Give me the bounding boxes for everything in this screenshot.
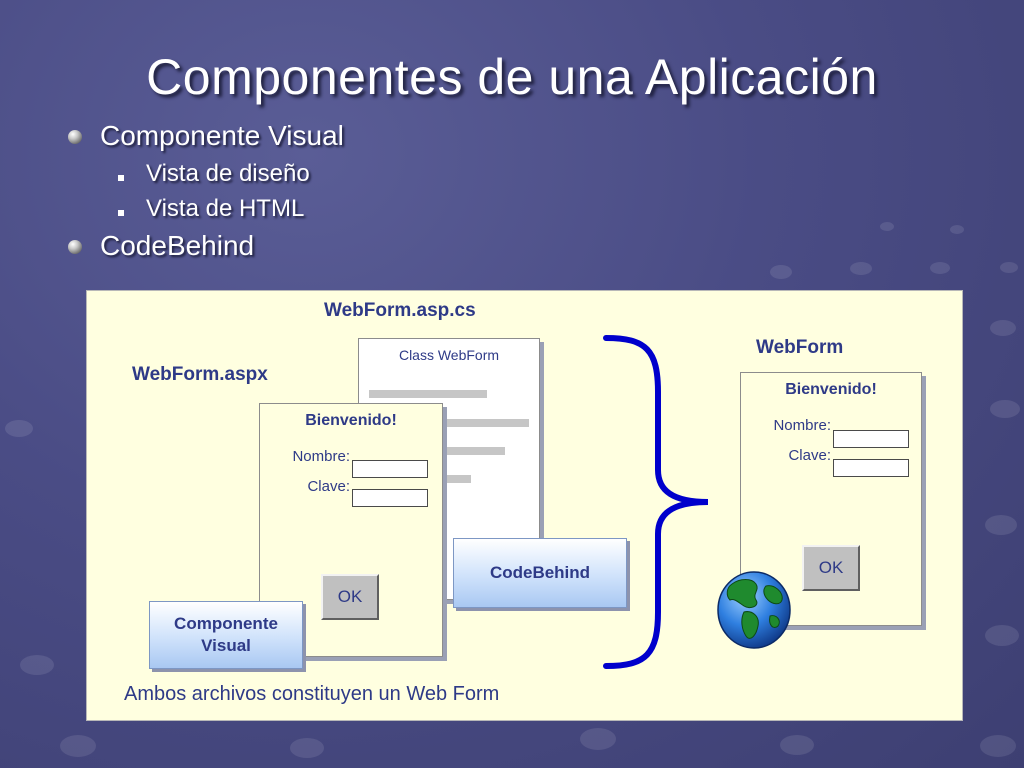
componente-visual-label: Componente Visual — [174, 614, 278, 655]
bullet-codebehind: CodeBehind — [100, 230, 255, 261]
nombre-textbox[interactable] — [833, 430, 909, 448]
code-line — [369, 390, 487, 398]
webform-result-label: WebForm — [756, 337, 844, 358]
bullet-componente-visual: Componente Visual — [100, 120, 344, 151]
square-bullet-icon — [118, 175, 124, 181]
sphere-bullet-icon — [68, 130, 82, 144]
ok-button[interactable]: OK — [802, 545, 860, 591]
nombre-label: Nombre: — [292, 448, 350, 465]
curly-brace-icon — [603, 335, 709, 669]
clave-label: Clave: — [307, 478, 350, 495]
square-bullet-icon — [118, 210, 124, 216]
ok-button[interactable]: OK — [321, 574, 379, 620]
clave-textbox[interactable] — [833, 459, 909, 477]
clave-textbox[interactable] — [352, 489, 428, 507]
nombre-label: Nombre: — [773, 417, 831, 434]
cs-file-label: WebForm.asp.cs — [324, 300, 476, 321]
code-line — [439, 419, 529, 427]
sphere-bullet-icon — [68, 240, 82, 254]
subbullet-vista-diseno: Vista de diseño — [146, 160, 310, 187]
aspx-file-label: WebForm.aspx — [132, 364, 268, 385]
code-line — [439, 447, 505, 455]
subbullet-vista-html: Vista de HTML — [146, 195, 305, 222]
slide-title: Componentes de una Aplicación — [146, 49, 878, 105]
nombre-textbox[interactable] — [352, 460, 428, 478]
form-welcome-text: Bienvenido! — [305, 412, 397, 429]
code-line — [439, 475, 471, 483]
diagram-caption: Ambos archivos constituyen un Web Form — [124, 683, 500, 705]
codebehind-box[interactable]: CodeBehind — [453, 538, 627, 608]
globe-icon — [717, 571, 791, 649]
clave-label: Clave: — [788, 447, 831, 464]
class-header: Class WebForm — [398, 347, 500, 363]
componente-visual-box[interactable]: Componente Visual — [149, 601, 303, 669]
form-welcome-text: Bienvenido! — [785, 381, 877, 398]
